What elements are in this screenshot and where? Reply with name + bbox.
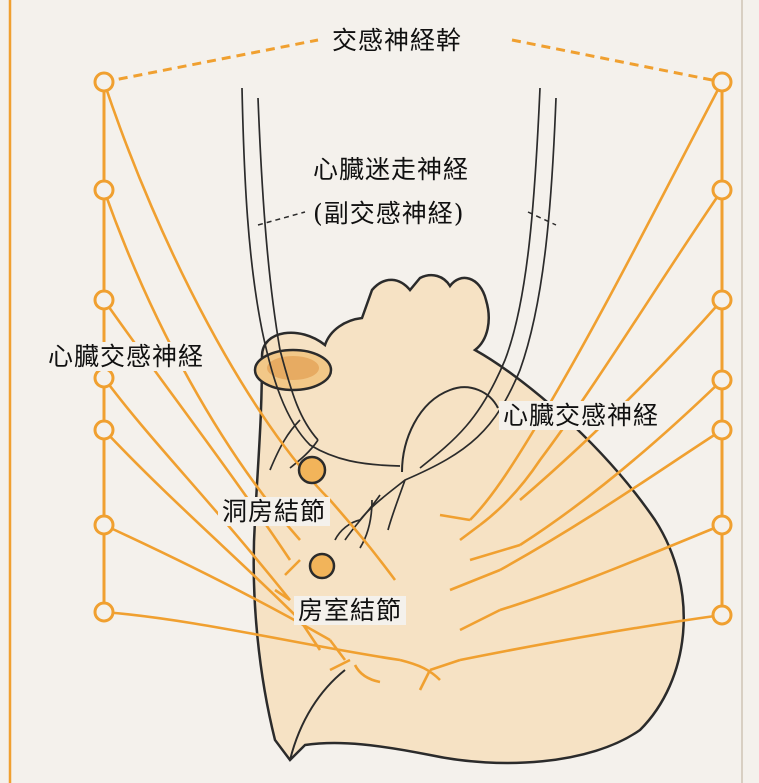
parasympathetic-label: (副交感神経) — [313, 201, 465, 226]
sinoatrial-node-label: 洞房結節 — [218, 497, 330, 526]
cardiac-vagus-label: 心臓迷走神経 — [313, 157, 469, 182]
cardiac-sympathetic-label-left: 心臓交感神経 — [44, 342, 208, 371]
aorta-lumen — [267, 356, 319, 380]
cardiac-sympathetic-label-right: 心臓交感神経 — [499, 401, 663, 430]
sinoatrial-node-marker — [299, 457, 325, 483]
sympathetic-trunk-label: 交感神経幹 — [328, 26, 466, 55]
atrioventricular-node-label: 房室結節 — [294, 596, 406, 625]
atrioventricular-node-marker — [310, 554, 334, 578]
